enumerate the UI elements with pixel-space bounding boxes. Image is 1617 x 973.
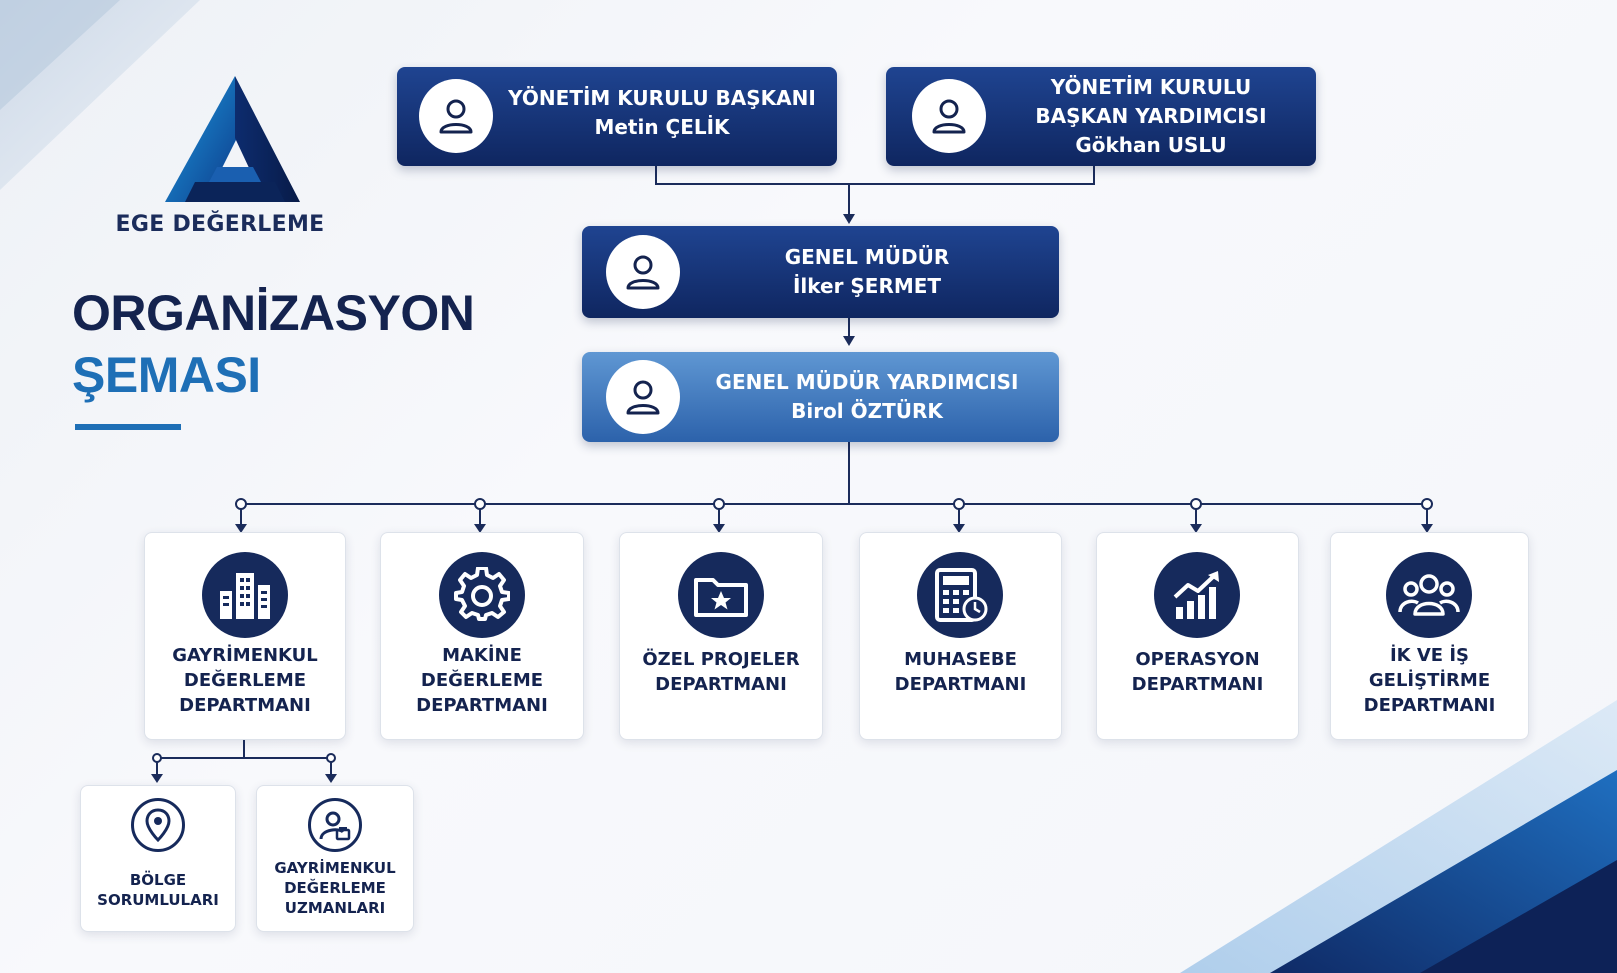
dept-label-line: GELİŞTİRME [1368,670,1491,691]
dept-label-line: DEPARTMANI [416,695,548,716]
dept-card-hr-business-development[interactable]: İK VE İŞ GELİŞTİRME DEPARTMANI [1330,532,1529,740]
user-icon [606,235,680,309]
chairman-name: Metin ÇELİK [594,115,730,139]
location-pin-icon [131,798,185,852]
general-manager-box[interactable]: GENEL MÜDÜR İlker ŞERMET [582,226,1059,318]
dept-label-line: İK VE İŞ [1389,645,1470,666]
triangle-logo-icon [165,76,300,202]
user-icon [606,360,680,434]
dept-card-real-estate-valuation[interactable]: GAYRİMENKUL DEĞERLEME DEPARTMANI [144,532,346,740]
dept-label-line: DEPARTMANI [894,674,1027,695]
sub-unit-real-estate-experts[interactable]: GAYRİMENKUL DEĞERLEME UZMANLARI [256,785,414,932]
brand-logo: EGE DEĞERLEME [110,72,330,247]
vice-chairman-box[interactable]: YÖNETİM KURULU BAŞKAN YARDIMCISI Gökhan … [886,67,1316,166]
dept-label-line: DEPARTMANI [655,674,787,695]
dept-card-special-projects[interactable]: ÖZEL PROJELER DEPARTMANI [619,532,823,740]
chart-growth-icon [1154,552,1240,638]
chairman-role: YÖNETİM KURULU BAŞKANI [508,86,816,110]
general-manager-name: İlker ŞERMET [792,274,942,298]
dept-card-operations[interactable]: OPERASYON DEPARTMANI [1096,532,1299,740]
user-icon [419,79,493,153]
brand-name: EGE DEĞERLEME [115,212,325,237]
page-title-line2: ŞEMASI [72,347,261,403]
deputy-general-manager-box[interactable]: GENEL MÜDÜR YARDIMCISI Birol ÖZTÜRK [582,352,1059,442]
dept-label-line: MUHASEBE [904,649,1017,670]
general-manager-role: GENEL MÜDÜR [784,245,950,269]
title-underline [75,424,181,430]
dept-card-machine-valuation[interactable]: MAKİNE DEĞERLEME DEPARTMANI [380,532,584,740]
sub-unit-label-line: UZMANLARI [284,899,386,917]
buildings-icon [202,552,288,638]
dept-label-line: MAKİNE [442,645,522,666]
user-icon [912,79,986,153]
expert-user-icon [308,798,362,852]
dept-label-line: DEPARTMANI [1131,674,1264,695]
chairman-box[interactable]: YÖNETİM KURULU BAŞKANI Metin ÇELİK [397,67,837,166]
dept-label-line: DEĞERLEME [183,670,307,691]
dept-label-line: ÖZEL PROJELER [642,649,800,670]
sub-unit-label-line: GAYRİMENKUL [274,859,396,877]
vice-chairman-name: Gökhan USLU [1075,133,1227,157]
sub-unit-label-line: BÖLGE [129,871,187,889]
deputy-gm-role: GENEL MÜDÜR YARDIMCISI [715,370,1019,394]
vice-chairman-role-line1: YÖNETİM KURULU [1050,75,1252,99]
gear-icon [439,552,525,638]
deputy-gm-name: Birol ÖZTÜRK [791,399,943,423]
dept-label-line: DEPARTMANI [1363,695,1496,716]
dept-label-line: DEĞERLEME [420,670,544,691]
vice-chairman-role-line2: BAŞKAN YARDIMCISI [1035,104,1267,128]
dept-card-accounting[interactable]: MUHASEBE DEPARTMANI [859,532,1062,740]
dept-label-line: GAYRİMENKUL [172,645,318,666]
folder-star-icon [678,552,764,638]
team-icon [1386,552,1472,638]
sub-unit-regional-managers[interactable]: BÖLGE SORUMLULARI [80,785,236,932]
dept-label-line: OPERASYON [1135,649,1260,670]
calculator-icon [917,552,1003,638]
sub-unit-label-line: DEĞERLEME [284,879,386,897]
page-title-line1: ORGANİZASYON [72,285,475,341]
sub-unit-label-line: SORUMLULARI [97,891,219,909]
dept-label-line: DEPARTMANI [179,695,311,716]
